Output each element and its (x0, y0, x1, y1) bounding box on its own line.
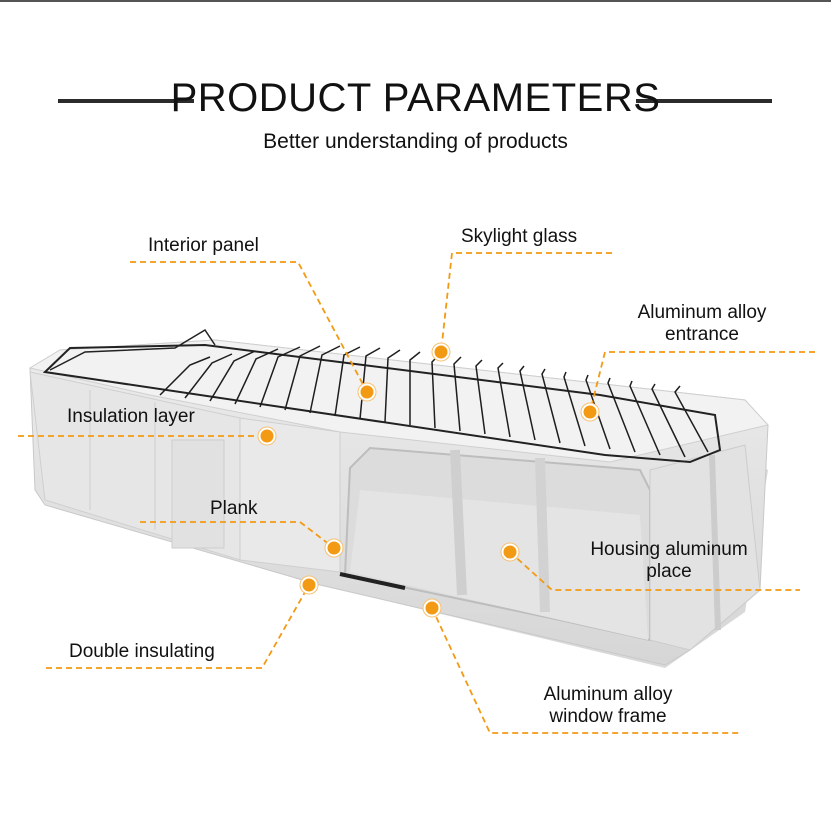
marker-double-insulating (300, 576, 318, 594)
label-housing-line1: Housing aluminum (590, 539, 748, 560)
floor-trim (339, 572, 406, 590)
leader-double-insulating (46, 584, 310, 669)
label-window-frame: Aluminum alloy window frame (518, 684, 698, 728)
label-aluminum-entrance: Aluminum alloy entrance (612, 302, 792, 346)
label-skylight-glass: Skylight glass (461, 226, 578, 247)
leader-housing (509, 551, 800, 591)
marker-window-frame (423, 599, 441, 617)
title-rule-right (636, 99, 772, 103)
room-pillar (450, 449, 467, 596)
skylight-outline (42, 343, 722, 464)
label-double-insulating: Double insulating (69, 641, 215, 662)
label-window-frame-line2: window frame (549, 706, 667, 727)
page-title: PRODUCT PARAMETERS (170, 76, 661, 120)
leader-aluminum-entrance (589, 351, 815, 413)
label-insulation-layer: Insulation layer (67, 406, 195, 427)
leader-plank (140, 521, 335, 549)
marker-interior-panel (358, 383, 376, 401)
interior-wall (239, 417, 341, 573)
leader-interior-panel (130, 261, 368, 393)
label-window-frame-line1: Aluminum alloy (543, 684, 673, 705)
label-housing-line2: place (646, 561, 692, 582)
leader-lines (18, 252, 815, 734)
label-aluminum-entrance-line2: entrance (665, 324, 739, 345)
marker-skylight-glass (432, 343, 450, 361)
label-aluminum-entrance-line1: Aluminum alloy (637, 302, 767, 323)
room-floor (350, 490, 648, 640)
end-frame (709, 454, 721, 631)
leader-window-frame (431, 607, 740, 734)
marker-housing (501, 543, 519, 561)
label-plank: Plank (210, 498, 258, 519)
title-rule-left (58, 99, 194, 103)
label-housing: Housing aluminum place (565, 539, 773, 583)
room-pillar (535, 457, 550, 613)
page-subtitle: Better understanding of products (263, 130, 568, 153)
leader-skylight-glass (440, 252, 612, 353)
marker-aluminum-entrance (581, 403, 599, 421)
top-border (0, 0, 831, 2)
entrance-frame (49, 328, 216, 371)
marker-insulation-layer (258, 427, 276, 445)
door-panel (171, 439, 225, 549)
marker-plank (325, 539, 343, 557)
label-interior-panel: Interior panel (148, 235, 259, 256)
end-wall (649, 444, 761, 651)
